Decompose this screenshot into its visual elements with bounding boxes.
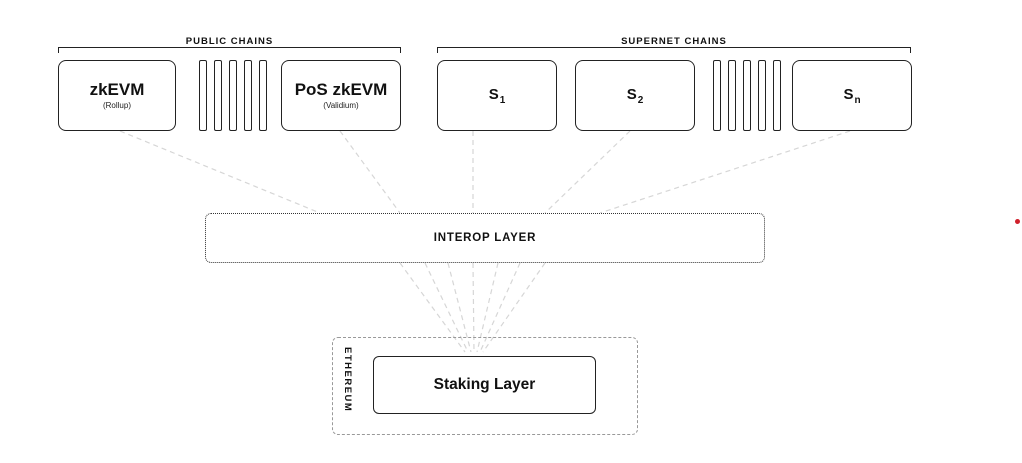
supernet-chains-bracket	[437, 47, 911, 53]
public-chains-label: PUBLIC CHAINS	[185, 36, 274, 47]
pos-zkevm-sub: (Validium)	[323, 100, 359, 110]
pos-zkevm-name: PoS zkEVM	[294, 80, 388, 100]
zkevm-chain: zkEVM (Rollup)	[58, 60, 176, 131]
chain-bar	[259, 60, 267, 131]
public-chains-bracket	[58, 47, 401, 53]
chain-bar	[214, 60, 222, 131]
chain-bar	[713, 60, 721, 131]
chain-bar	[773, 60, 781, 131]
s2-label: S2	[626, 85, 644, 106]
supernet-chains-label: SUPERNET CHAINS	[621, 36, 727, 47]
chain-bar	[743, 60, 751, 131]
supernet-s2-chain: S2	[575, 60, 695, 131]
pos-zkevm-chain: PoS zkEVM (Validium)	[281, 60, 401, 131]
staking-layer: Staking Layer	[373, 356, 596, 414]
sn-label: Sn	[843, 85, 861, 106]
zkevm-name: zkEVM	[89, 80, 145, 100]
ethereum-label: ETHEREUM	[342, 347, 353, 413]
chain-bar	[728, 60, 736, 131]
accent-dot	[1015, 219, 1020, 224]
interop-layer: INTEROP LAYER	[205, 213, 765, 263]
ethereum-container	[332, 337, 638, 435]
s1-label: S1	[488, 85, 506, 106]
chain-bar	[244, 60, 252, 131]
chain-bar	[758, 60, 766, 131]
zkevm-sub: (Rollup)	[102, 100, 131, 110]
chain-bar	[199, 60, 207, 131]
chain-bar	[229, 60, 237, 131]
supernet-s1-chain: S1	[437, 60, 557, 131]
supernet-sn-chain: Sn	[792, 60, 912, 131]
